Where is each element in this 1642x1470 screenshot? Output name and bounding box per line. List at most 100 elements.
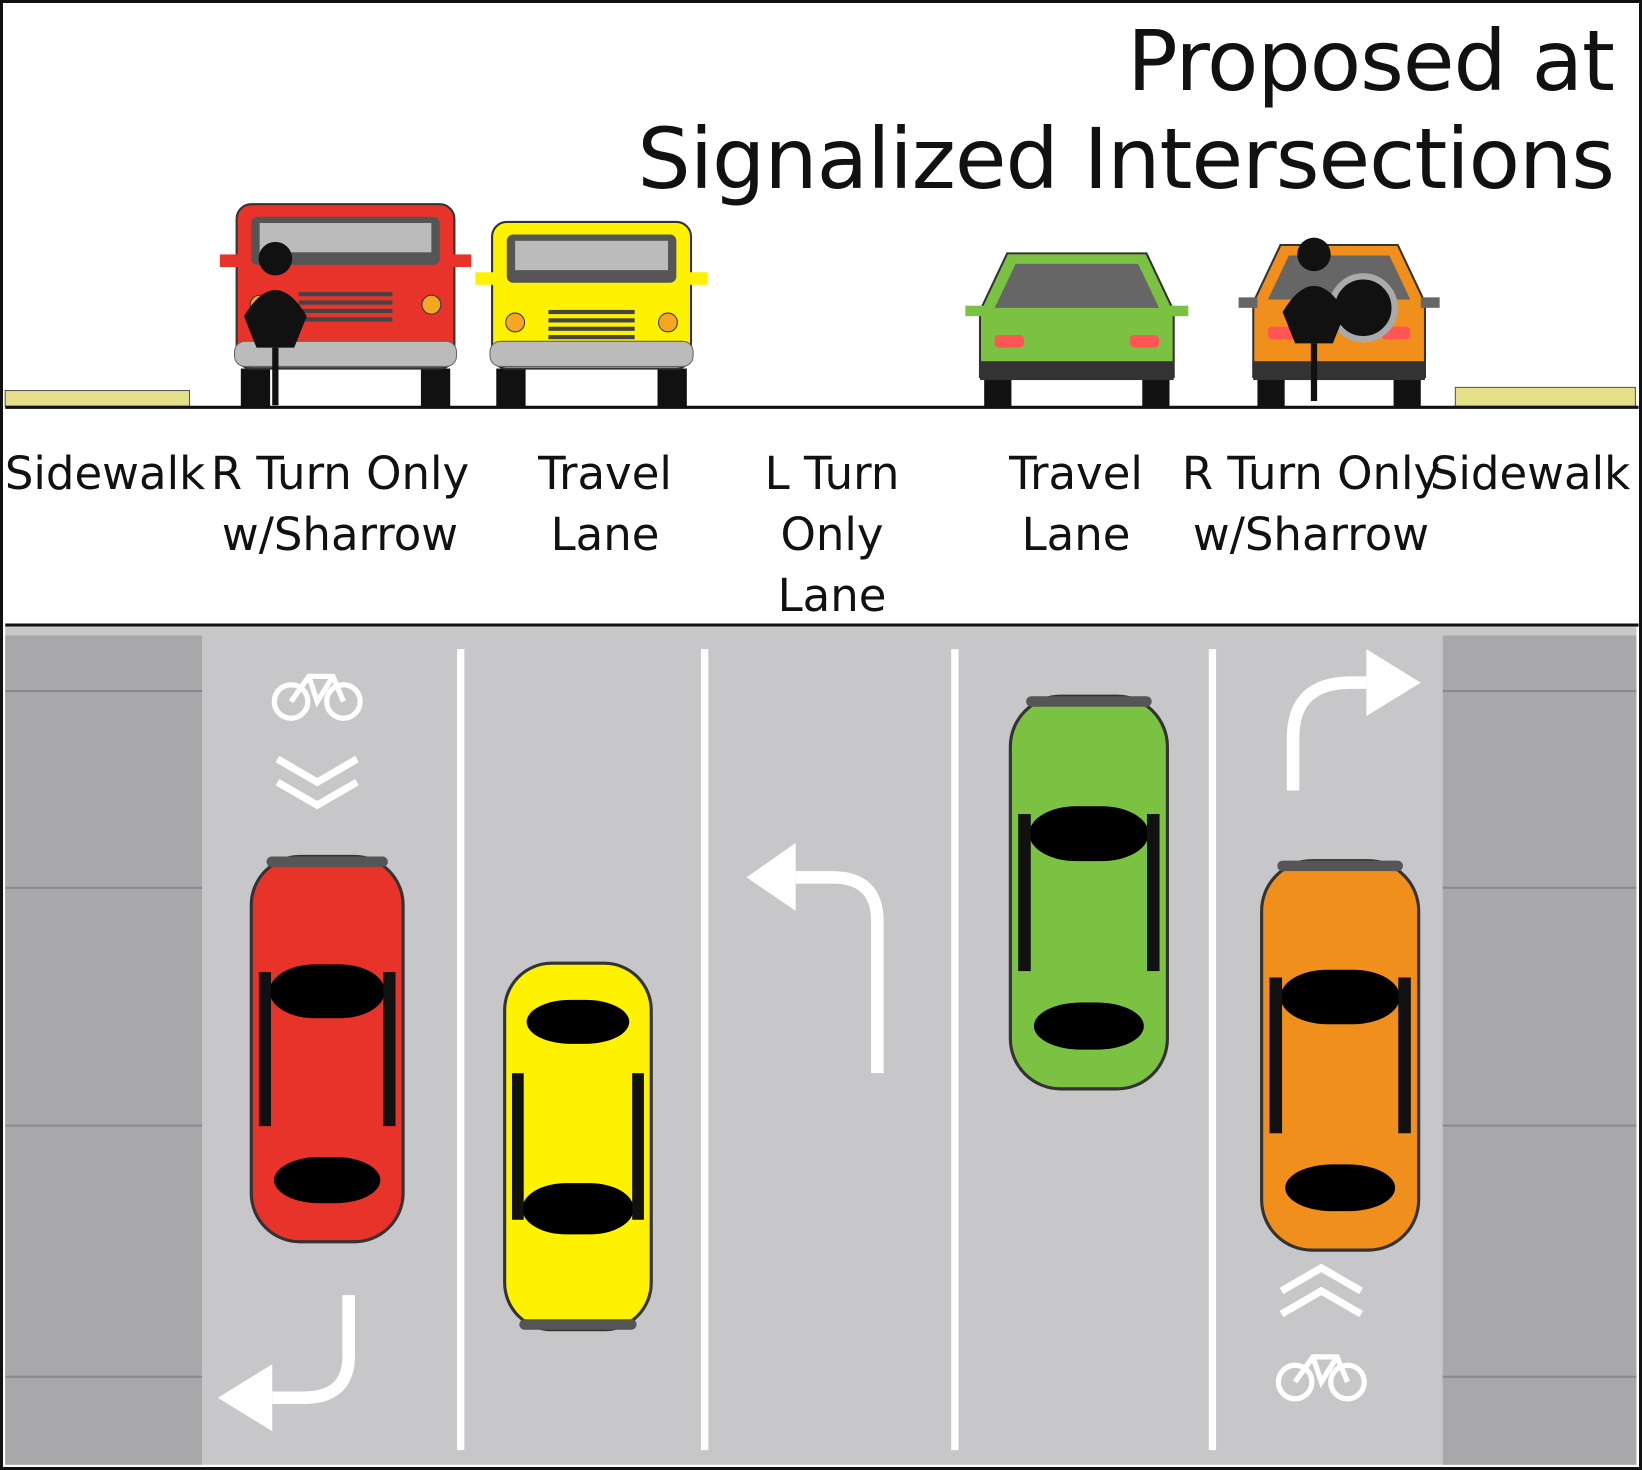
windshield xyxy=(1280,969,1400,1025)
grille-bar xyxy=(298,308,393,314)
headlight xyxy=(505,312,526,333)
windshield xyxy=(522,1183,634,1235)
cyclist-torso xyxy=(1282,285,1346,344)
cyclist-head xyxy=(1297,237,1331,272)
grille-bar xyxy=(548,309,635,315)
bike-wheel xyxy=(271,682,311,721)
grille-bar xyxy=(548,326,635,331)
arrow-head xyxy=(1366,649,1421,717)
label-line: Lane xyxy=(1021,508,1131,561)
label-line: Sidewalk xyxy=(1429,447,1631,500)
bumper xyxy=(266,856,388,867)
windshield xyxy=(1029,806,1149,862)
rear-window xyxy=(994,263,1160,308)
arrow-shaft xyxy=(795,871,884,1074)
bumper xyxy=(1277,860,1403,872)
rear-window xyxy=(1285,1164,1396,1212)
left-turn-arrow xyxy=(746,842,884,1074)
label-line: Travel xyxy=(538,447,672,500)
label-line: Lane xyxy=(550,508,660,561)
bike-frame xyxy=(288,673,346,708)
label-line: R Turn Only xyxy=(1181,447,1441,500)
right-turn-arrow-right-lane xyxy=(1286,649,1421,791)
label-line: Lane xyxy=(777,569,887,622)
sidewalk-left xyxy=(5,635,203,1465)
tail-light xyxy=(994,335,1024,348)
cyclist-red-lane xyxy=(243,241,307,406)
side-window xyxy=(632,1073,644,1220)
label-line: Travel xyxy=(1009,447,1143,500)
bumper xyxy=(519,1319,637,1330)
grille-bar xyxy=(298,300,393,305)
yellow-van-front xyxy=(475,220,708,407)
tail-light xyxy=(1129,335,1160,348)
label-line: w/Sharrow xyxy=(221,508,459,561)
side-window xyxy=(511,1073,524,1220)
arrow-shaft xyxy=(1286,676,1367,791)
wheel xyxy=(420,368,451,407)
mirror xyxy=(684,272,708,285)
mirror xyxy=(1169,305,1189,317)
side-window xyxy=(1398,977,1411,1134)
grille-bar xyxy=(298,292,393,297)
wheel xyxy=(657,368,687,407)
sharrow-chevron xyxy=(275,778,359,810)
rear-window xyxy=(1033,1002,1144,1050)
bike-wheel xyxy=(1275,1362,1315,1402)
headlight xyxy=(658,312,678,333)
green-car-top xyxy=(1008,694,1169,1091)
bumper xyxy=(979,361,1174,381)
grille-bar xyxy=(548,318,635,323)
arrow-shaft xyxy=(272,1295,355,1405)
mirror xyxy=(475,272,499,285)
arrow-head xyxy=(746,842,796,911)
sharrow-left xyxy=(271,673,363,810)
bike-frame xyxy=(1293,1354,1350,1389)
orange-car-top xyxy=(1260,859,1421,1252)
sidewalk-right xyxy=(1442,635,1637,1465)
label-line: Sidewalk xyxy=(4,447,206,500)
mirror xyxy=(219,254,243,267)
bumper xyxy=(489,340,694,367)
arrow-head xyxy=(217,1364,273,1432)
yellow-car-top xyxy=(503,961,653,1332)
right-turn-arrow-left-lane xyxy=(217,1295,355,1432)
mirror xyxy=(1238,297,1258,308)
side-window xyxy=(383,972,396,1127)
mirror xyxy=(448,254,472,267)
bumper xyxy=(1026,696,1152,707)
green-car-rear xyxy=(965,252,1189,407)
sharrow-right xyxy=(1275,1263,1367,1402)
sharrow-chevron xyxy=(1279,1263,1363,1295)
label-line: Only xyxy=(780,508,884,561)
sharrow-chevron xyxy=(275,755,359,787)
wheel xyxy=(240,368,271,407)
diagram-title: Proposed at Signalized Intersections xyxy=(637,12,1615,208)
wheel xyxy=(496,368,526,407)
label-sidewalk-right: Sidewalk xyxy=(1430,443,1630,504)
side-window xyxy=(1146,814,1160,972)
side-window xyxy=(1018,814,1031,972)
title-line-2: Signalized Intersections xyxy=(637,110,1615,208)
bike-wheel xyxy=(324,682,363,721)
bike-wheel xyxy=(1328,1362,1367,1402)
windshield xyxy=(269,964,385,1019)
bumper xyxy=(1253,361,1425,381)
cyclist-head xyxy=(258,241,293,276)
label-sidewalk-left: Sidewalk xyxy=(5,443,205,504)
side-window xyxy=(258,972,272,1127)
side-window xyxy=(1269,977,1283,1134)
windshield-glare xyxy=(515,240,668,271)
label-line: L Turn xyxy=(764,447,900,500)
rear-window xyxy=(274,1156,381,1204)
cyclist-torso xyxy=(243,290,307,348)
windshield-glare xyxy=(259,223,432,253)
cyclist-orange-lane xyxy=(1282,237,1346,402)
